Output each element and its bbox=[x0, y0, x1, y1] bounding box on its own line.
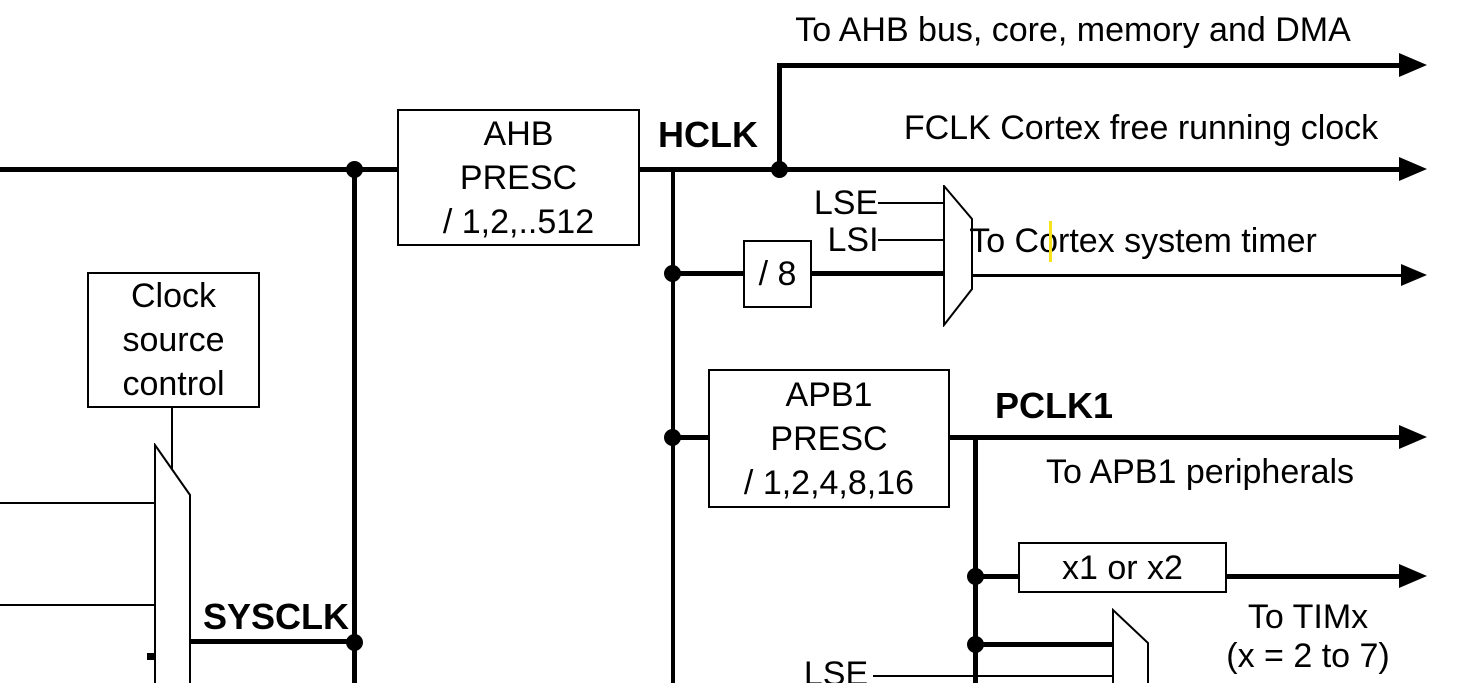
apb1-prescaler-box: APB1 PRESC / 1,2,4,8,16 bbox=[708, 369, 950, 508]
cortex-timer-out-line bbox=[972, 274, 1401, 277]
clock-source-line1: Clock bbox=[130, 277, 217, 315]
cortex-timer-arrow-icon bbox=[1401, 264, 1427, 286]
to-ahb-bus-line bbox=[777, 63, 1399, 68]
ahb-prescaler-line1: AHB bbox=[483, 114, 554, 153]
junction-dot-hclk bbox=[771, 161, 788, 178]
clock-mux-input-line-2 bbox=[0, 604, 155, 606]
timx-mux-in-line bbox=[975, 642, 1113, 647]
clock-source-line2: source bbox=[122, 321, 225, 359]
fclk-label: FCLK Cortex free running clock bbox=[903, 109, 1379, 147]
hclk-label: HCLK bbox=[658, 114, 758, 155]
timx-mux-icon bbox=[1112, 608, 1149, 683]
pclk1-label: PCLK1 bbox=[995, 385, 1114, 426]
hclk-line bbox=[640, 167, 1400, 172]
lsi-top-line bbox=[878, 239, 944, 241]
multiplier-out-line bbox=[1227, 574, 1399, 579]
to-apb1-label: To APB1 peripherals bbox=[1045, 453, 1355, 491]
junction-dot-sysclk-out bbox=[346, 634, 363, 651]
to-timx-line1: To TIMx bbox=[1247, 598, 1369, 636]
apb1-prescaler-line2: PRESC bbox=[770, 419, 888, 458]
sysclk-trunk-line bbox=[0, 167, 397, 172]
pclk1-arrow-icon bbox=[1399, 425, 1427, 449]
ahb-prescaler-line3: / 1,2,..512 bbox=[442, 202, 595, 241]
sysclk-bus-vline bbox=[352, 167, 357, 683]
to-timx-line2: (x = 2 to 7) bbox=[1226, 637, 1390, 675]
junction-dot-timx-mux bbox=[967, 636, 984, 653]
junction-dot-multiplier bbox=[967, 568, 984, 585]
sysclk-out-line bbox=[190, 639, 355, 644]
clock-source-control-line bbox=[171, 408, 173, 472]
to-timx-label: To TIMx (x = 2 to 7) bbox=[1226, 598, 1389, 676]
apb1-prescaler-line3: / 1,2,4,8,16 bbox=[743, 463, 915, 502]
lse-top-line bbox=[878, 202, 944, 204]
junction-dot-apb1 bbox=[664, 429, 681, 446]
clock-mux-input-line-1 bbox=[0, 502, 155, 504]
clock-source-control-box: Clock source control bbox=[87, 272, 260, 408]
timer-multiplier-label: x1 or x2 bbox=[1062, 548, 1183, 587]
div8-box: / 8 bbox=[743, 240, 812, 308]
timer-multiplier-box: x1 or x2 bbox=[1018, 542, 1227, 593]
div8-in-line bbox=[672, 271, 743, 276]
ahb-prescaler-line2: PRESC bbox=[459, 158, 578, 197]
to-ahb-bus-label: To AHB bus, core, memory and DMA bbox=[795, 11, 1351, 49]
systick-mux-icon bbox=[943, 185, 973, 327]
multiplier-in-line bbox=[975, 574, 1018, 579]
junction-dot-div8 bbox=[664, 265, 681, 282]
clock-mux-input-stub bbox=[147, 653, 155, 660]
apb1-prescaler-line1: APB1 bbox=[785, 375, 873, 414]
lse-top-label: LSE bbox=[813, 184, 879, 222]
sysclk-label: SYSCLK bbox=[202, 596, 350, 637]
div8-out-line bbox=[812, 271, 944, 276]
to-cortex-timer-label: To Cortex system timer bbox=[969, 222, 1317, 260]
clock-source-mux-icon bbox=[154, 443, 191, 683]
pclk1-bus-vline bbox=[973, 438, 978, 683]
lse-bottom-line bbox=[873, 675, 1113, 677]
text-caret-artifact bbox=[1049, 221, 1052, 262]
pclk1-line bbox=[950, 435, 1399, 440]
junction-dot-sysclk-trunk bbox=[346, 161, 363, 178]
ahb-prescaler-box: AHB PRESC / 1,2,..512 bbox=[397, 109, 640, 246]
lse-bottom-label: LSE bbox=[803, 655, 869, 683]
ahb-riser-vline bbox=[777, 63, 782, 169]
to-ahb-arrow-icon bbox=[1399, 53, 1427, 77]
hclk-branch-vline bbox=[671, 169, 675, 683]
clock-source-line3: control bbox=[122, 365, 225, 403]
apb1-in-line bbox=[672, 435, 708, 440]
fclk-arrow-icon bbox=[1399, 157, 1427, 181]
timx-arrow-icon bbox=[1399, 564, 1427, 588]
lsi-top-label: LSI bbox=[827, 221, 879, 259]
div8-label: / 8 bbox=[758, 255, 797, 293]
